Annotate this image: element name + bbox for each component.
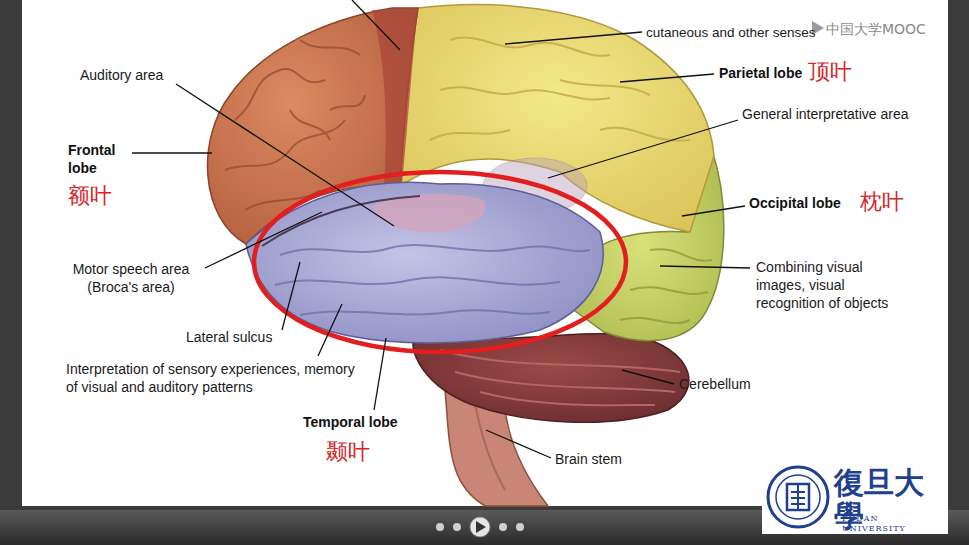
emblem-mark (787, 484, 809, 510)
leader-line (282, 262, 300, 330)
fudan-emblem (768, 467, 828, 527)
leader-line (176, 84, 394, 226)
lobe-label-cn: 枕叶 (860, 190, 920, 214)
leader-line (205, 212, 322, 268)
lobe-label-cn: 顶叶 (808, 60, 868, 84)
emblem-ring (768, 467, 828, 527)
area-label: Auditory area (80, 66, 200, 84)
leader-line (620, 74, 714, 82)
play-icon (476, 521, 486, 533)
area-label: Motor speech area (Broca's area) (56, 260, 206, 296)
leader-line (352, 0, 400, 50)
leader-line (318, 304, 342, 356)
area-label: General interpretative area (742, 105, 917, 123)
emblem-ring (776, 475, 820, 519)
play-button (470, 517, 490, 537)
lobe-label: Temporal lobe (303, 413, 433, 431)
control-dot (516, 523, 524, 531)
slide-panel (22, 0, 948, 506)
player-controls (436, 517, 524, 537)
leader-line (486, 430, 551, 458)
motor-cortex-strip (372, 8, 418, 190)
part-label: Brain stem (555, 450, 655, 468)
leader-line (660, 266, 750, 268)
emblem-mark (791, 484, 805, 510)
highlight-ellipse (254, 172, 626, 352)
control-dot (436, 523, 444, 531)
function-note: Combining visual images, visual recognit… (756, 258, 891, 313)
function-note: Interpretation of sensory experiences, m… (66, 360, 358, 396)
lobe-label: Frontal lobe (68, 141, 134, 177)
sulcus-label: Lateral sulcus (186, 328, 306, 346)
leader-line (548, 120, 738, 178)
cerebellum-texture (440, 350, 680, 405)
logo-ground (762, 462, 948, 534)
leader-line (132, 152, 212, 153)
logo-subtext: FUDAN UNIVERSITY (842, 514, 942, 535)
control-dot (499, 523, 507, 531)
brain-illustration (208, 5, 724, 506)
sensory-note: cutaneous and other senses (646, 24, 846, 42)
occipital-gyri (620, 249, 712, 323)
part-label: Cerebellum (679, 375, 789, 393)
watermark: 中国大学MOOC (826, 20, 951, 38)
leader-line (374, 338, 386, 410)
lobe-label-cn: 颞叶 (326, 440, 386, 464)
leader-line (622, 370, 674, 384)
leader-line (505, 32, 642, 44)
leader-line (682, 206, 745, 216)
parietal-gyri (430, 38, 690, 141)
lobe-label-cn: 额叶 (68, 184, 128, 208)
control-dot (453, 523, 461, 531)
lobe-label: Occipital lobe (749, 194, 861, 212)
lateral-sulcus-line (262, 196, 420, 246)
temporal-gyri (275, 245, 590, 315)
